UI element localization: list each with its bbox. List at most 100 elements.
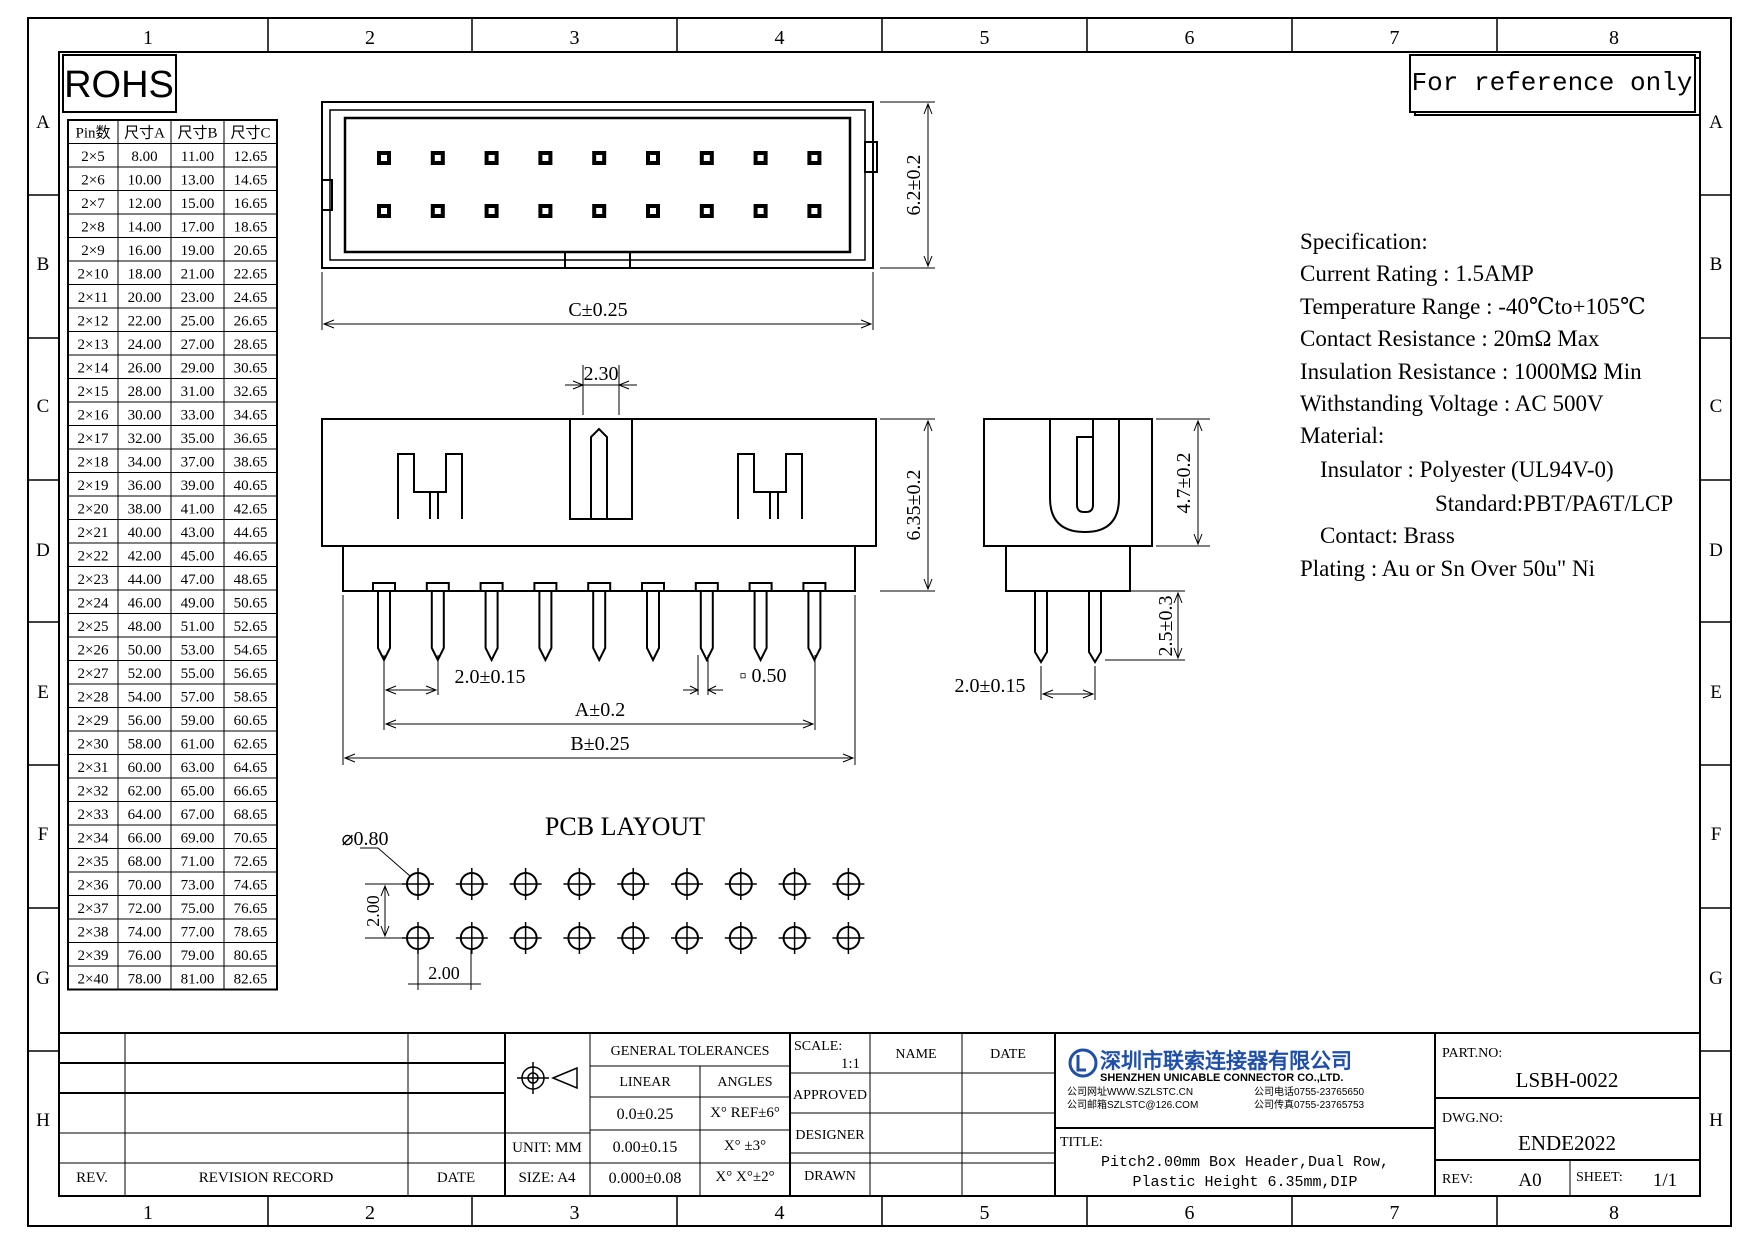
tb-size: SIZE: A4: [518, 1170, 576, 1186]
front-view-dims: [342, 365, 935, 765]
pin-table-cell: 2×26: [78, 643, 109, 659]
top-view-cavity: [343, 116, 852, 254]
spec-line-8: Standard:PBT/PA6T/LCP: [1435, 491, 1673, 516]
tb-title-label: TITLE:: [1060, 1135, 1103, 1150]
inner-border: [58, 51, 1701, 1197]
pin-table-cell: 50.65: [234, 596, 268, 612]
pin-table-cell: 2×35: [78, 854, 109, 870]
grid-row-label-left: B: [37, 254, 50, 275]
spec-line-10: Plating : Au or Sn Over 50u" Ni: [1300, 556, 1595, 581]
pin-table-cell: 48.65: [234, 572, 268, 588]
pin-table-cell: 72.00: [128, 901, 162, 917]
dim-pcb-col-pitch: 2.00: [428, 963, 460, 983]
front-view-pins: [372, 582, 827, 663]
pin-table-cell: 80.65: [234, 948, 268, 964]
pin-table-cell: 18.00: [128, 267, 162, 283]
pin-table-cell: 2×19: [78, 478, 109, 494]
tb-tol-linear-2: 0.00±0.15: [613, 1139, 678, 1156]
pin-table-cell: 70.65: [234, 831, 268, 847]
grid-row-label-right: D: [1709, 540, 1723, 561]
tb-dwg-no-label: DWG.NO:: [1442, 1111, 1503, 1126]
pin-table-cell: 32.00: [128, 431, 162, 447]
front-key-inner: [590, 427, 608, 519]
top-view-latch-left: [321, 179, 333, 211]
grid-row-label-left: G: [36, 968, 50, 989]
pin-table-cell: 12.65: [234, 149, 268, 165]
tb-part-no-label: PART.NO:: [1442, 1046, 1502, 1061]
title-block: [59, 1032, 1700, 1196]
front-pin: [694, 582, 719, 663]
spec-line-1: Current Rating : 1.5AMP: [1300, 261, 1534, 286]
pin-table-cell: 2×40: [78, 972, 109, 988]
top-view-dims: [321, 101, 935, 330]
dim-top-height: 6.2±0.2: [903, 155, 925, 216]
tb-dwg-no: ENDE2022: [1518, 1131, 1616, 1155]
pin-table-cell: 28.65: [234, 337, 268, 353]
pin-table-cell: 76.00: [128, 948, 162, 964]
pin-table-cell: 75.00: [181, 901, 215, 917]
pin-table-cell: 2×10: [78, 267, 109, 283]
grid-col-label-bottom: 2: [365, 1202, 375, 1224]
tb-date-label-2: DATE: [990, 1047, 1026, 1062]
pin-table-cell: 42.65: [234, 502, 268, 518]
pin-table-cell: 46.65: [234, 549, 268, 565]
side-view-base: [1005, 545, 1131, 592]
top-pin-hole: [381, 208, 387, 214]
pin-table-cell: 20.00: [128, 290, 162, 306]
pin-table-cell: 69.00: [181, 831, 215, 847]
pin-table-cell: 52.65: [234, 619, 268, 635]
pin-table-cell: 2×8: [81, 220, 104, 236]
pin-table-cell: 33.00: [181, 408, 215, 424]
pin-table-cell: 30.00: [128, 408, 162, 424]
pin-table-cell: 57.00: [181, 690, 215, 706]
pin-table-cell: 2×31: [78, 760, 109, 776]
dim-front-height: 6.35±0.2: [903, 470, 925, 541]
pin-table-cell: 21.00: [181, 267, 215, 283]
grid-row-label-left: F: [38, 824, 49, 845]
pin-table-cell: 17.00: [181, 220, 215, 236]
pin-table-cell: 31.00: [181, 384, 215, 400]
dim-side-height: 4.7±0.2: [1173, 453, 1195, 514]
top-view-pins: [377, 151, 822, 218]
pin-table-cell: 22.00: [128, 314, 162, 330]
side-view-dims: [1040, 418, 1210, 700]
dim-pcb-hole: ⌀0.80: [341, 828, 388, 850]
pin-table-cell: 2×24: [78, 596, 109, 612]
grid-col-label-top: 1: [143, 27, 153, 49]
pin-table-header: 尺寸A: [124, 125, 165, 142]
pin-table-header: 尺寸B: [177, 125, 217, 142]
pin-table-cell: 36.00: [128, 478, 162, 494]
pin-table-cell: 2×14: [78, 361, 109, 377]
pin-table-cell: 22.65: [234, 267, 268, 283]
pin-table-cell: 78.00: [128, 972, 162, 988]
pin-table-cell: 2×6: [81, 173, 105, 189]
grid-row-label-right: H: [1709, 1110, 1723, 1131]
top-view-outer: [321, 101, 874, 269]
pin-table-cell: 36.65: [234, 431, 268, 447]
side-view-body: [983, 418, 1153, 547]
grid-row-label-right: A: [1709, 112, 1723, 133]
pin-table-cell: 41.00: [181, 502, 215, 518]
dim-a: A±0.2: [575, 699, 625, 721]
top-pin-hole: [650, 208, 656, 214]
front-pin: [802, 582, 827, 663]
pin-table-cell: 28.00: [128, 384, 162, 400]
pin-table-cell: 35.00: [181, 431, 215, 447]
pin-table-cell: 54.65: [234, 643, 268, 659]
pin-table-cell: 2×9: [81, 243, 104, 259]
pin-table-cell: 81.00: [181, 972, 215, 988]
front-pin: [372, 582, 396, 663]
pin-table-cell: 16.00: [128, 243, 162, 259]
pin-table-cell: 2×22: [78, 549, 109, 565]
pin-table-cell: 44.65: [234, 525, 268, 541]
pin-table-cell: 16.65: [234, 196, 268, 212]
grid-col-label-top: 5: [980, 27, 990, 49]
pin-table-cell: 40.65: [234, 478, 268, 494]
pcb-dims: [360, 847, 481, 990]
spec-line-2: Temperature Range : -40℃to+105℃: [1300, 294, 1646, 319]
grid-row-label-right: F: [1711, 824, 1722, 845]
pin-table-cell: 34.00: [128, 455, 162, 471]
tb-contact-phone: 公司电话0755-23765650: [1254, 1085, 1365, 1098]
